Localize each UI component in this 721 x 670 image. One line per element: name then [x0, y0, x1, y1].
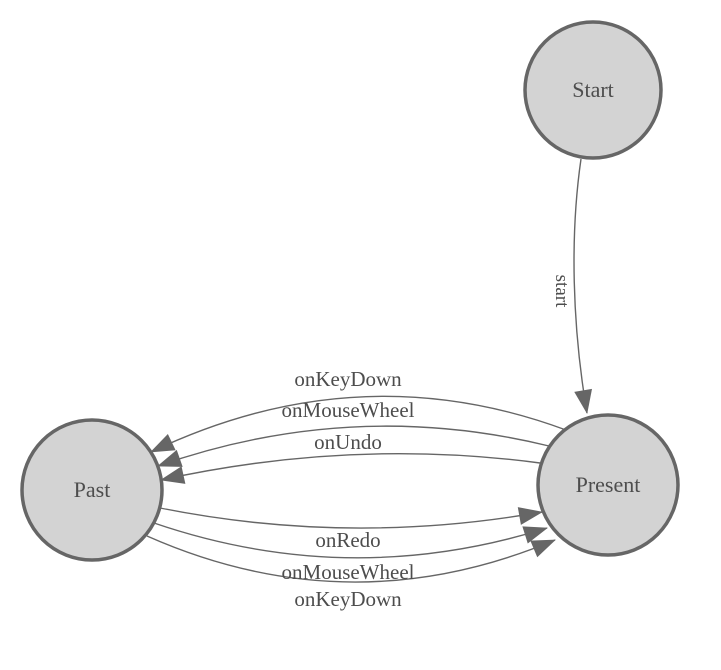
edge-label-onmousewheel-upper: onMouseWheel	[282, 398, 415, 422]
edge-past-to-present-onkeydown	[146, 535, 556, 583]
node-present-circle	[536, 413, 680, 557]
node-past-circle	[20, 418, 164, 562]
edge-present-to-past-onundo	[160, 453, 541, 484]
edge-past-to-present-onredo	[159, 507, 543, 529]
node-present: Present	[536, 413, 680, 557]
node-start: Start	[523, 20, 663, 160]
edge-label-onredo: onRedo	[315, 528, 380, 552]
node-present-label: Present	[576, 472, 641, 497]
edge-label-start: start	[551, 275, 572, 308]
edge-present-to-past-onkeydown	[150, 395, 567, 453]
node-start-circle	[523, 20, 663, 160]
node-past: Past	[20, 418, 164, 562]
edges-layer	[146, 158, 593, 583]
edge-label-onundo: onUndo	[314, 430, 382, 454]
node-past-label: Past	[74, 477, 111, 502]
edge-label-onmousewheel-lower: onMouseWheel	[282, 560, 415, 584]
edge-labels-layer: start onKeyDown onMouseWheel onUndo onRe…	[282, 275, 572, 611]
edge-label-onkeydown-upper: onKeyDown	[294, 367, 402, 391]
edge-label-onkeydown-lower: onKeyDown	[294, 587, 402, 611]
edge-present-to-past-onmousewheel	[157, 425, 550, 467]
edge-start-to-present	[573, 158, 593, 414]
edge-past-to-present-onmousewheel	[153, 522, 548, 559]
node-start-label: Start	[572, 77, 614, 102]
